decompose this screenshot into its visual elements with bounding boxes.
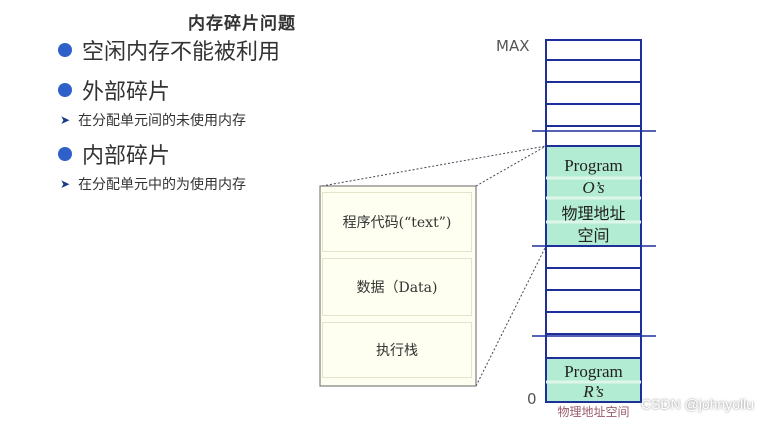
memory-cell <box>545 289 642 313</box>
segment-text: 程序代码(“text”) <box>322 192 472 252</box>
max-label: MAX <box>496 37 530 55</box>
bullet-text: 在分配单元中的为使用内存 <box>78 177 246 193</box>
bullet-dot-icon <box>58 43 72 57</box>
list-item: ➤ 在分配单元间的未使用内存 <box>60 110 246 130</box>
list-item: 空闲内存不能被利用 <box>58 34 280 66</box>
watermark: CSDN @johnyollu <box>640 396 754 412</box>
bullet-text: 外部碎片 <box>82 80 171 105</box>
segment-data: 数据（Data) <box>322 258 472 316</box>
memory-cell <box>545 59 642 83</box>
memory-cell <box>545 267 642 291</box>
bullet-text: 空闲内存不能被利用 <box>82 40 281 65</box>
arrow-bullet-icon: ➤ <box>60 177 71 191</box>
block-o-line3: 物理地址 <box>561 206 626 223</box>
memory-cell <box>545 245 642 269</box>
list-item: 内部碎片 <box>58 138 170 170</box>
block-r-line3: 物理地址空间 <box>557 405 630 419</box>
bullet-text: 内部碎片 <box>82 144 171 169</box>
bullet-dot-icon <box>58 83 72 97</box>
connector-top <box>321 145 547 187</box>
slide-title: 内存碎片问题 <box>188 14 296 34</box>
memory-cell <box>545 81 642 105</box>
memory-cell <box>545 125 642 147</box>
list-item: ➤ 在分配单元中的为使用内存 <box>60 174 246 194</box>
connector-bottom <box>475 245 547 387</box>
memory-cell <box>545 333 642 359</box>
block-o-line1: Program <box>564 156 623 175</box>
connector-top-right <box>475 145 547 187</box>
memory-cell <box>545 103 642 127</box>
block-r-line1: Program <box>564 362 623 381</box>
memory-column <box>545 39 642 403</box>
zero-label: 0 <box>527 390 537 408</box>
process-r-block <box>545 357 642 403</box>
memory-cell <box>545 311 642 335</box>
bullet-dot-icon <box>58 147 72 161</box>
list-item: 外部碎片 <box>58 74 170 106</box>
block-o-line4: 空间 <box>577 228 610 245</box>
block-r-line2: R’s <box>583 382 604 401</box>
arrow-bullet-icon: ➤ <box>60 113 71 127</box>
memory-cell <box>545 39 642 61</box>
segment-stack: 执行栈 <box>322 322 472 378</box>
block-o-line2: O’s <box>582 178 605 197</box>
bullet-text: 在分配单元间的未使用内存 <box>78 113 246 129</box>
